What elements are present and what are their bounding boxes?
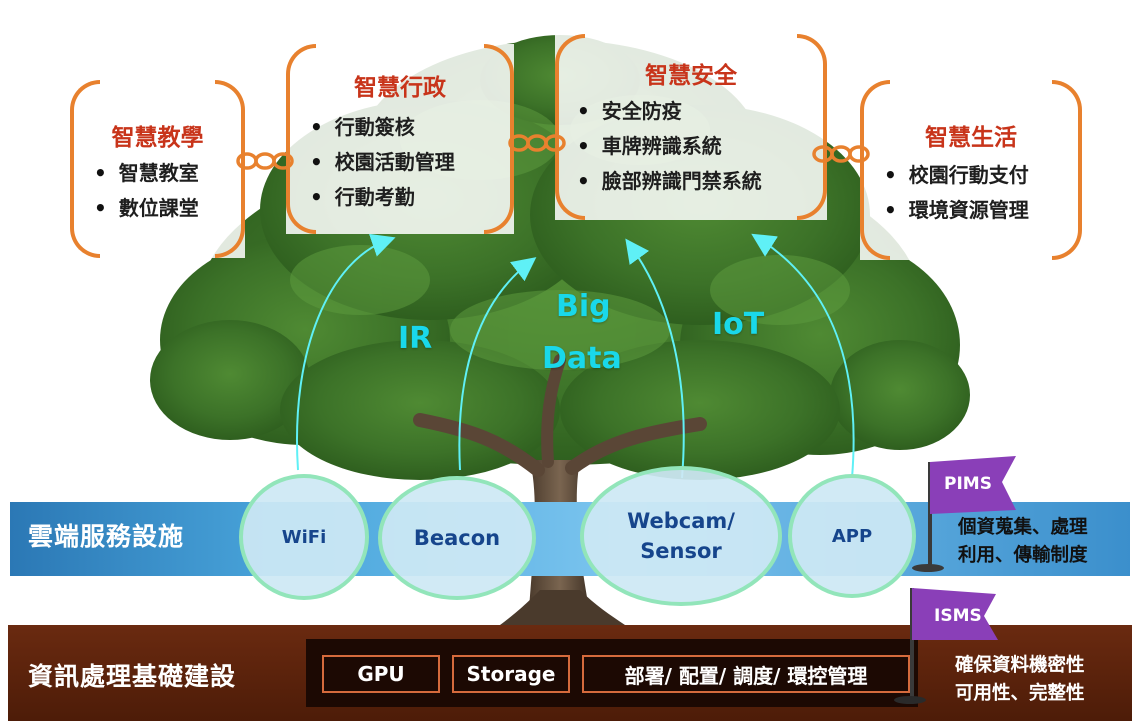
- isms-line: 可用性、完整性: [955, 683, 1085, 704]
- card-item: 車牌辨識系統: [577, 129, 762, 164]
- cloud-services-band: [10, 502, 1130, 576]
- card-item: 環境資源管理: [884, 193, 1029, 228]
- card-item: 數位課堂: [94, 191, 199, 226]
- pims-description: 個資蒐集、處理 利用、傳輸制度: [958, 514, 1088, 570]
- tech-label-big: Big: [556, 289, 611, 324]
- node-label: Sensor: [640, 539, 722, 563]
- infra-item-storage: Storage: [452, 655, 570, 693]
- card-smart-admin: 智慧行政 行動簽核 校園活動管理 行動考勤: [286, 44, 514, 234]
- node-beacon: Beacon: [378, 476, 536, 600]
- isms-line: 確保資料機密性: [955, 655, 1085, 676]
- chain-link-icon: [508, 134, 566, 152]
- infrastructure-items-panel: [306, 639, 918, 707]
- arrow-wifi: [296, 233, 396, 471]
- card-title: 智慧生活: [925, 125, 1017, 151]
- card-item: 行動簽核: [310, 110, 455, 145]
- node-label: Webcam/: [627, 509, 735, 533]
- node-wifi: WiFi: [239, 474, 369, 600]
- arrow-beacon: [458, 257, 537, 471]
- isms-flag-label: ISMS: [934, 606, 982, 626]
- card-smart-teaching: 智慧教學 智慧教室 數位課堂: [70, 80, 245, 258]
- card-smart-security: 智慧安全 安全防疫 車牌辨識系統 臉部辨識門禁系統: [555, 34, 827, 220]
- card-item: 校園行動支付: [884, 158, 1029, 193]
- cloud-services-label: 雲端服務設施: [28, 522, 185, 551]
- node-label: WiFi: [281, 526, 327, 548]
- card-title: 智慧教學: [111, 125, 204, 151]
- infra-item-management: 部署/ 配置/ 調度/ 環控管理: [582, 655, 910, 693]
- infra-item-gpu: GPU: [322, 655, 440, 693]
- chain-link-icon: [236, 152, 294, 170]
- isms-description: 確保資料機密性 可用性、完整性: [955, 652, 1085, 708]
- node-label: Beacon: [413, 526, 501, 550]
- card-title: 智慧行政: [354, 75, 446, 101]
- node-label: APP: [831, 525, 873, 547]
- card-title: 智慧安全: [645, 63, 737, 89]
- tech-label-iot: IoT: [712, 307, 765, 342]
- card-smart-life: 智慧生活 校園行動支付 環境資源管理: [860, 80, 1082, 260]
- pims-line: 利用、傳輸制度: [958, 545, 1088, 566]
- infrastructure-label: 資訊處理基礎建設: [28, 662, 237, 691]
- card-item: 智慧教室: [94, 156, 199, 191]
- tech-label-ir: IR: [398, 321, 433, 356]
- card-item: 臉部辨識門禁系統: [577, 164, 762, 199]
- arrow-webcam: [625, 238, 685, 479]
- node-app: APP: [788, 474, 916, 598]
- chain-link-icon: [812, 145, 870, 163]
- card-item: 行動考勤: [310, 180, 455, 215]
- arrow-app: [751, 233, 855, 479]
- pims-line: 個資蒐集、處理: [958, 517, 1088, 538]
- pims-flag-label: PIMS: [944, 474, 992, 494]
- card-item: 安全防疫: [577, 94, 762, 129]
- card-item: 校園活動管理: [310, 145, 455, 180]
- tech-label-data: Data: [542, 341, 622, 376]
- node-webcam-sensor: Webcam/ Sensor: [580, 466, 782, 606]
